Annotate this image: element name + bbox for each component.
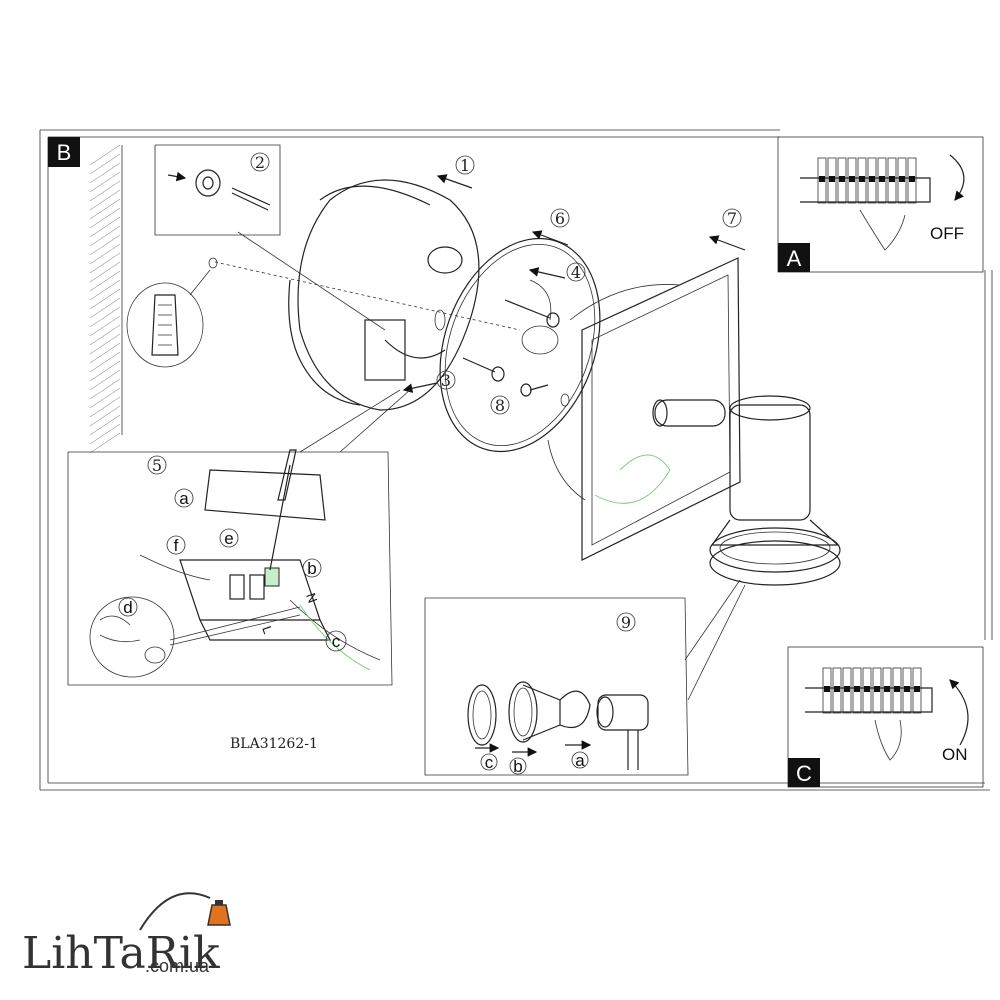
- step-8-label: 8: [490, 395, 510, 415]
- wall-hatching: [121, 145, 123, 435]
- wall-plug-inset: [126, 257, 218, 368]
- switch-on-label: ON: [942, 745, 968, 764]
- gasket: [439, 237, 601, 453]
- svg-text:3: 3: [441, 371, 451, 390]
- brand-name: LihTaRik: [22, 928, 220, 979]
- svg-text:6: 6: [555, 209, 565, 228]
- step-9-label: 9: [616, 612, 636, 632]
- wiring-inset: [67, 389, 411, 686]
- step-2-label: 2: [250, 152, 270, 172]
- mounting-base: [214, 179, 521, 411]
- brand-domain: .com.ua: [145, 956, 210, 976]
- main-frame: [39, 129, 993, 791]
- step-1-label: 1: [436, 155, 475, 189]
- panel-c-label: C: [796, 761, 812, 786]
- svg-text:9: 9: [621, 613, 631, 632]
- screw-top: [504, 299, 560, 328]
- screw-bottom: [462, 357, 505, 382]
- svg-text:4: 4: [571, 263, 581, 282]
- svg-text:d: d: [123, 598, 132, 617]
- svg-text:a: a: [575, 751, 585, 770]
- model-code: BLA31262-1: [230, 736, 318, 752]
- panel-b-label: B: [57, 140, 72, 165]
- step-5-label: 5: [147, 455, 167, 475]
- bulb-letter-b: b: [509, 747, 538, 776]
- svg-text:2: 2: [255, 153, 265, 172]
- wall-plate: [547, 257, 741, 561]
- wire-letter-f: f: [166, 535, 186, 555]
- svg-text:8: 8: [495, 396, 505, 415]
- screw-small: [520, 383, 549, 397]
- brand-logo: LihTaRik .com.ua: [22, 892, 231, 979]
- bulb-letter-c: c: [475, 743, 500, 772]
- panel-b-badge: [48, 137, 80, 167]
- step-2-inset: [154, 144, 386, 331]
- svg-text:f: f: [174, 536, 179, 555]
- svg-text:a: a: [179, 489, 189, 508]
- street-lamp-icon: [207, 900, 231, 926]
- svg-text:c: c: [332, 632, 341, 651]
- svg-text:c: c: [485, 753, 494, 772]
- svg-text:b: b: [513, 757, 522, 776]
- svg-text:7: 7: [727, 209, 737, 228]
- lamp-arm-icon: [139, 892, 211, 931]
- bulb-letter-a: a: [565, 740, 592, 770]
- wire-letter-a: a: [174, 488, 194, 508]
- panel-a-label: A: [787, 246, 802, 271]
- svg-text:b: b: [307, 559, 316, 578]
- panel-off: [777, 136, 984, 273]
- switch-off-label: OFF: [930, 224, 964, 243]
- step-7-label: 7: [708, 208, 746, 251]
- terminal-l-label: L: [259, 624, 276, 636]
- bulb-inset: [424, 579, 746, 776]
- wire-letter-b: b: [302, 558, 322, 578]
- wire-letter-e: e: [219, 528, 239, 548]
- panel-on: [787, 646, 984, 788]
- step-3-label: 3: [402, 370, 456, 393]
- svg-text:1: 1: [460, 156, 470, 175]
- step-6-label: 6: [531, 208, 570, 246]
- svg-text:e: e: [224, 529, 233, 548]
- lamp-head: [652, 395, 841, 586]
- wire-letter-c: c: [325, 630, 347, 652]
- terminal-n-label: N: [303, 591, 320, 605]
- svg-text:5: 5: [152, 456, 162, 475]
- wire-letter-d: d: [118, 597, 138, 617]
- step-4-label: 4: [528, 262, 586, 282]
